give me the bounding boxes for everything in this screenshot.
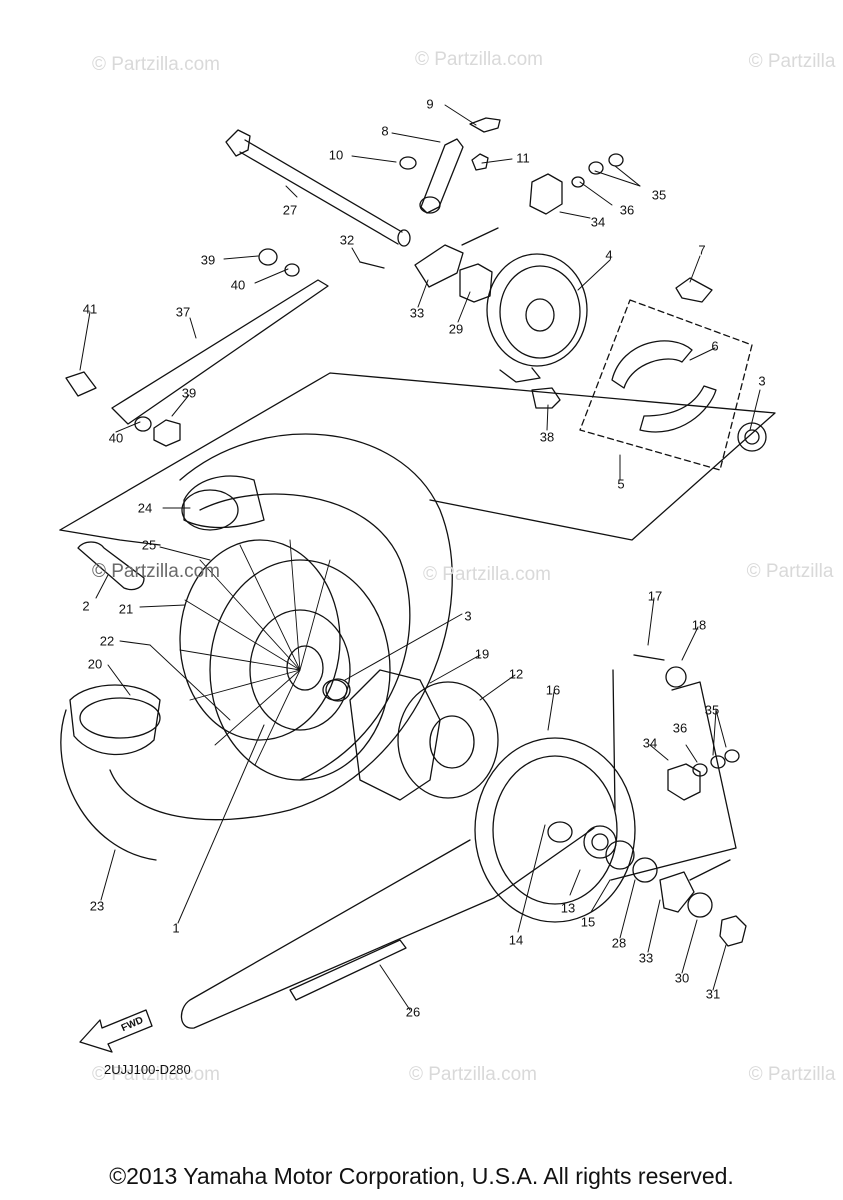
- drive-chain: [180, 827, 595, 1029]
- part-label-30: 30: [674, 970, 690, 986]
- part-label-38: 38: [539, 429, 555, 445]
- watermark-partzilla: © Partzilla: [746, 561, 834, 582]
- part-label-24: 24: [137, 500, 153, 516]
- part-label-15: 15: [580, 914, 596, 930]
- part-label-16: 16: [545, 682, 561, 698]
- copyright-notice: ©2013 Yamaha Motor Corporation, U.S.A. A…: [109, 1163, 734, 1189]
- part-label-35: 35: [651, 187, 667, 203]
- diagram-code: 2UJJ100-D280: [104, 1062, 191, 1077]
- part-label-33: 33: [409, 305, 425, 321]
- part-label-27: 27: [282, 202, 298, 218]
- part-label-6: 6: [711, 338, 719, 354]
- hub-damper: [325, 669, 499, 801]
- brake-arm-parts: [258, 117, 624, 303]
- part-label-1: 1: [172, 920, 180, 936]
- watermark-partzilla: © Partzilla.com: [414, 49, 544, 70]
- watermark-partzilla: © Partzilla.com: [408, 1064, 538, 1085]
- part-label-13: 13: [560, 900, 576, 916]
- part-label-33: 33: [638, 950, 654, 966]
- brake-shoe-box: [579, 299, 767, 471]
- part-label-34: 34: [642, 735, 658, 751]
- part-label-28: 28: [611, 935, 627, 951]
- part-label-29: 29: [448, 321, 464, 337]
- bearing-set: [583, 654, 747, 947]
- part-label-23: 23: [89, 898, 105, 914]
- fwd-arrow-icon: [79, 1009, 153, 1053]
- part-label-2: 2: [82, 598, 90, 614]
- part-label-35: 35: [704, 702, 720, 718]
- part-label-14: 14: [508, 932, 524, 948]
- watermark-partzilla: © Partzilla: [748, 51, 836, 72]
- part-label-39: 39: [181, 385, 197, 401]
- axle-shaft: [225, 129, 411, 247]
- part-label-9: 9: [426, 96, 434, 112]
- leader-lines: [79, 104, 761, 1011]
- part-label-36: 36: [672, 720, 688, 736]
- rear-wheel: [77, 433, 453, 821]
- part-label-4: 4: [605, 247, 613, 263]
- part-label-5: 5: [617, 476, 625, 492]
- part-label-34: 34: [590, 214, 606, 230]
- watermark-partzilla: © Partzilla.com: [422, 564, 552, 585]
- assembly-outline: [59, 372, 776, 881]
- part-label-8: 8: [381, 123, 389, 139]
- part-label-36: 36: [619, 202, 635, 218]
- watermark-partzilla: © Partzilla: [748, 1064, 836, 1085]
- watermark-partzilla: © Partzilla.com: [91, 54, 221, 75]
- part-label-31: 31: [705, 986, 721, 1002]
- part-label-32: 32: [339, 232, 355, 248]
- part-label-20: 20: [87, 656, 103, 672]
- part-label-3: 3: [758, 373, 766, 389]
- sprocket: [474, 737, 636, 923]
- part-label-22: 22: [99, 633, 115, 649]
- part-label-40: 40: [108, 430, 124, 446]
- part-label-21: 21: [118, 601, 134, 617]
- part-label-41: 41: [82, 301, 98, 317]
- part-label-3: 3: [464, 608, 472, 624]
- part-label-7: 7: [698, 242, 706, 258]
- part-label-26: 26: [405, 1004, 421, 1020]
- tire-tube: [60, 684, 161, 861]
- part-label-12: 12: [508, 666, 524, 682]
- part-label-19: 19: [474, 646, 490, 662]
- part-label-37: 37: [175, 304, 191, 320]
- part-label-10: 10: [328, 147, 344, 163]
- torque-rod: [65, 279, 329, 447]
- part-label-18: 18: [691, 617, 707, 633]
- part-label-39: 39: [200, 252, 216, 268]
- brake-plate: [486, 253, 713, 409]
- watermark-partzilla: © Partzilla.com: [91, 561, 221, 582]
- part-label-17: 17: [647, 588, 663, 604]
- part-label-40: 40: [230, 277, 246, 293]
- part-label-25: 25: [141, 537, 157, 553]
- part-label-11: 11: [516, 150, 530, 166]
- wheel-spokes: [149, 539, 331, 766]
- watermark-partzilla: © Partzilla.com: [91, 1064, 221, 1085]
